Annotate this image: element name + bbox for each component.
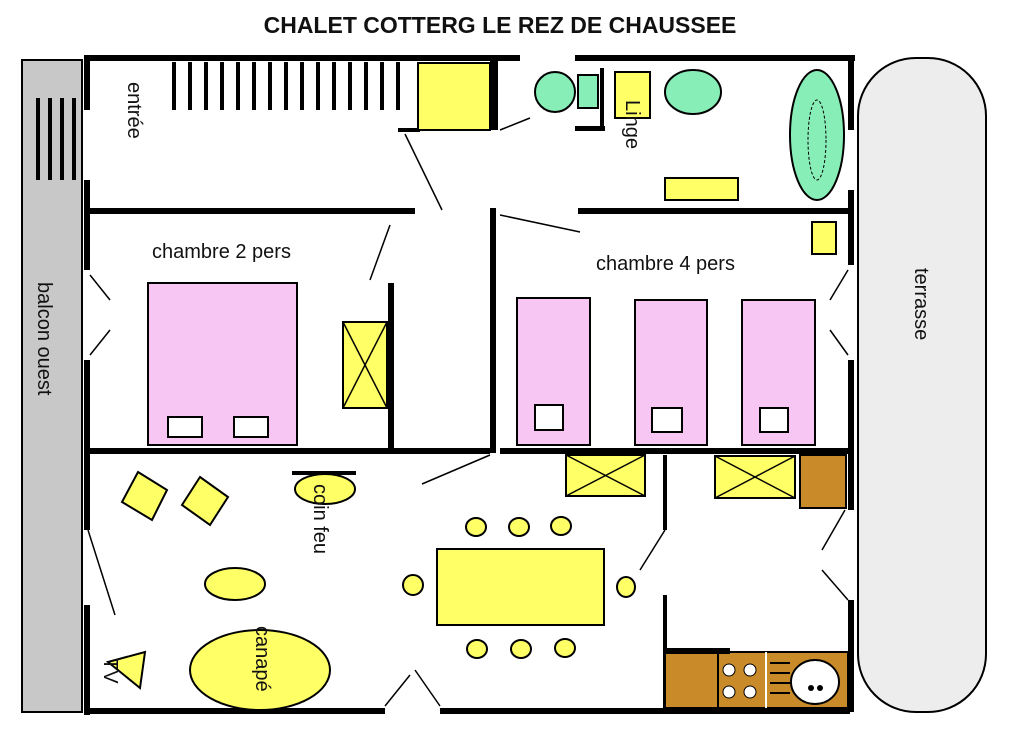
dining-table — [436, 548, 605, 626]
balcony: balcon ouest — [21, 59, 83, 713]
living-room: coin feu canapé TV — [99, 470, 356, 711]
terrace-label: terrasse — [910, 268, 932, 340]
coffee-table — [204, 567, 266, 601]
toilet — [534, 71, 576, 113]
chambre2-label: chambre 2 pers — [152, 241, 291, 263]
bedroom-2: chambre 2 pers — [147, 241, 388, 446]
entree-label: entrée — [123, 82, 145, 139]
single-bed — [741, 299, 816, 446]
kitchen — [664, 648, 849, 709]
balcony-label: balcon ouest — [33, 282, 55, 396]
tv-label: TV — [99, 658, 121, 684]
armchair — [180, 475, 230, 527]
entrance-cupboard — [417, 62, 491, 131]
plan-title: CHALET COTTERG LE REZ DE CHAUSSEE — [264, 12, 737, 38]
laundry-machine — [614, 71, 651, 119]
canape-label: canapé — [251, 626, 273, 692]
hall-wardrobes — [565, 454, 847, 509]
kitchen-sink — [790, 659, 840, 705]
linge-label: Linge — [621, 100, 643, 149]
bathroom: Linge — [534, 69, 845, 255]
terrace: terrasse — [857, 57, 987, 713]
chambre4-label: chambre 4 pers — [596, 253, 735, 275]
staircase — [172, 62, 400, 110]
door-swings — [87, 117, 849, 707]
armchair — [120, 470, 169, 522]
dining-area — [402, 516, 636, 659]
sofa — [189, 629, 331, 711]
tv — [105, 650, 147, 690]
coin-feu-label: coin feu — [309, 484, 331, 554]
fireplace — [294, 473, 356, 505]
bathtub — [789, 69, 845, 201]
sink — [664, 69, 722, 115]
walls — [84, 55, 855, 715]
bedroom-4: chambre 4 pers — [516, 253, 816, 446]
